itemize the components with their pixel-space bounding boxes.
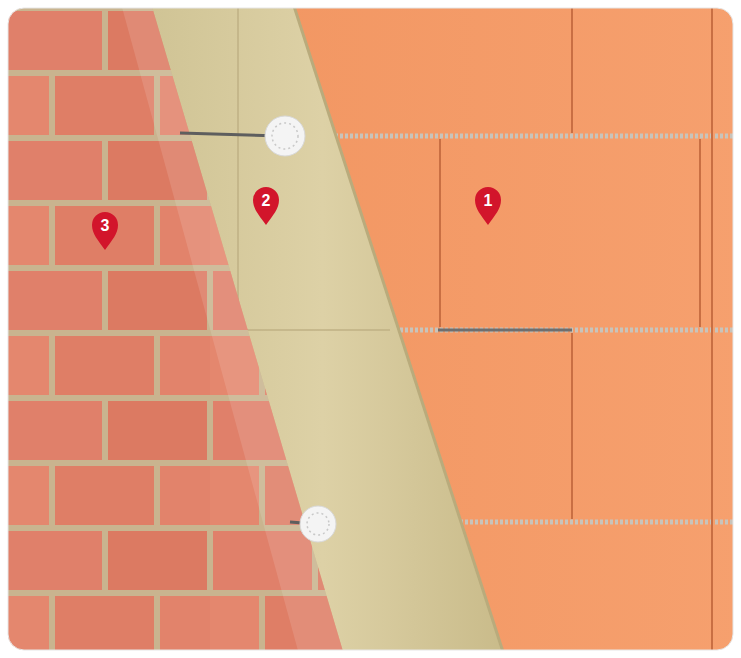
callout-number: 2 [254, 192, 278, 210]
callout-number: 3 [93, 217, 117, 235]
callout-pins [92, 187, 501, 250]
callout-number: 1 [476, 192, 500, 210]
